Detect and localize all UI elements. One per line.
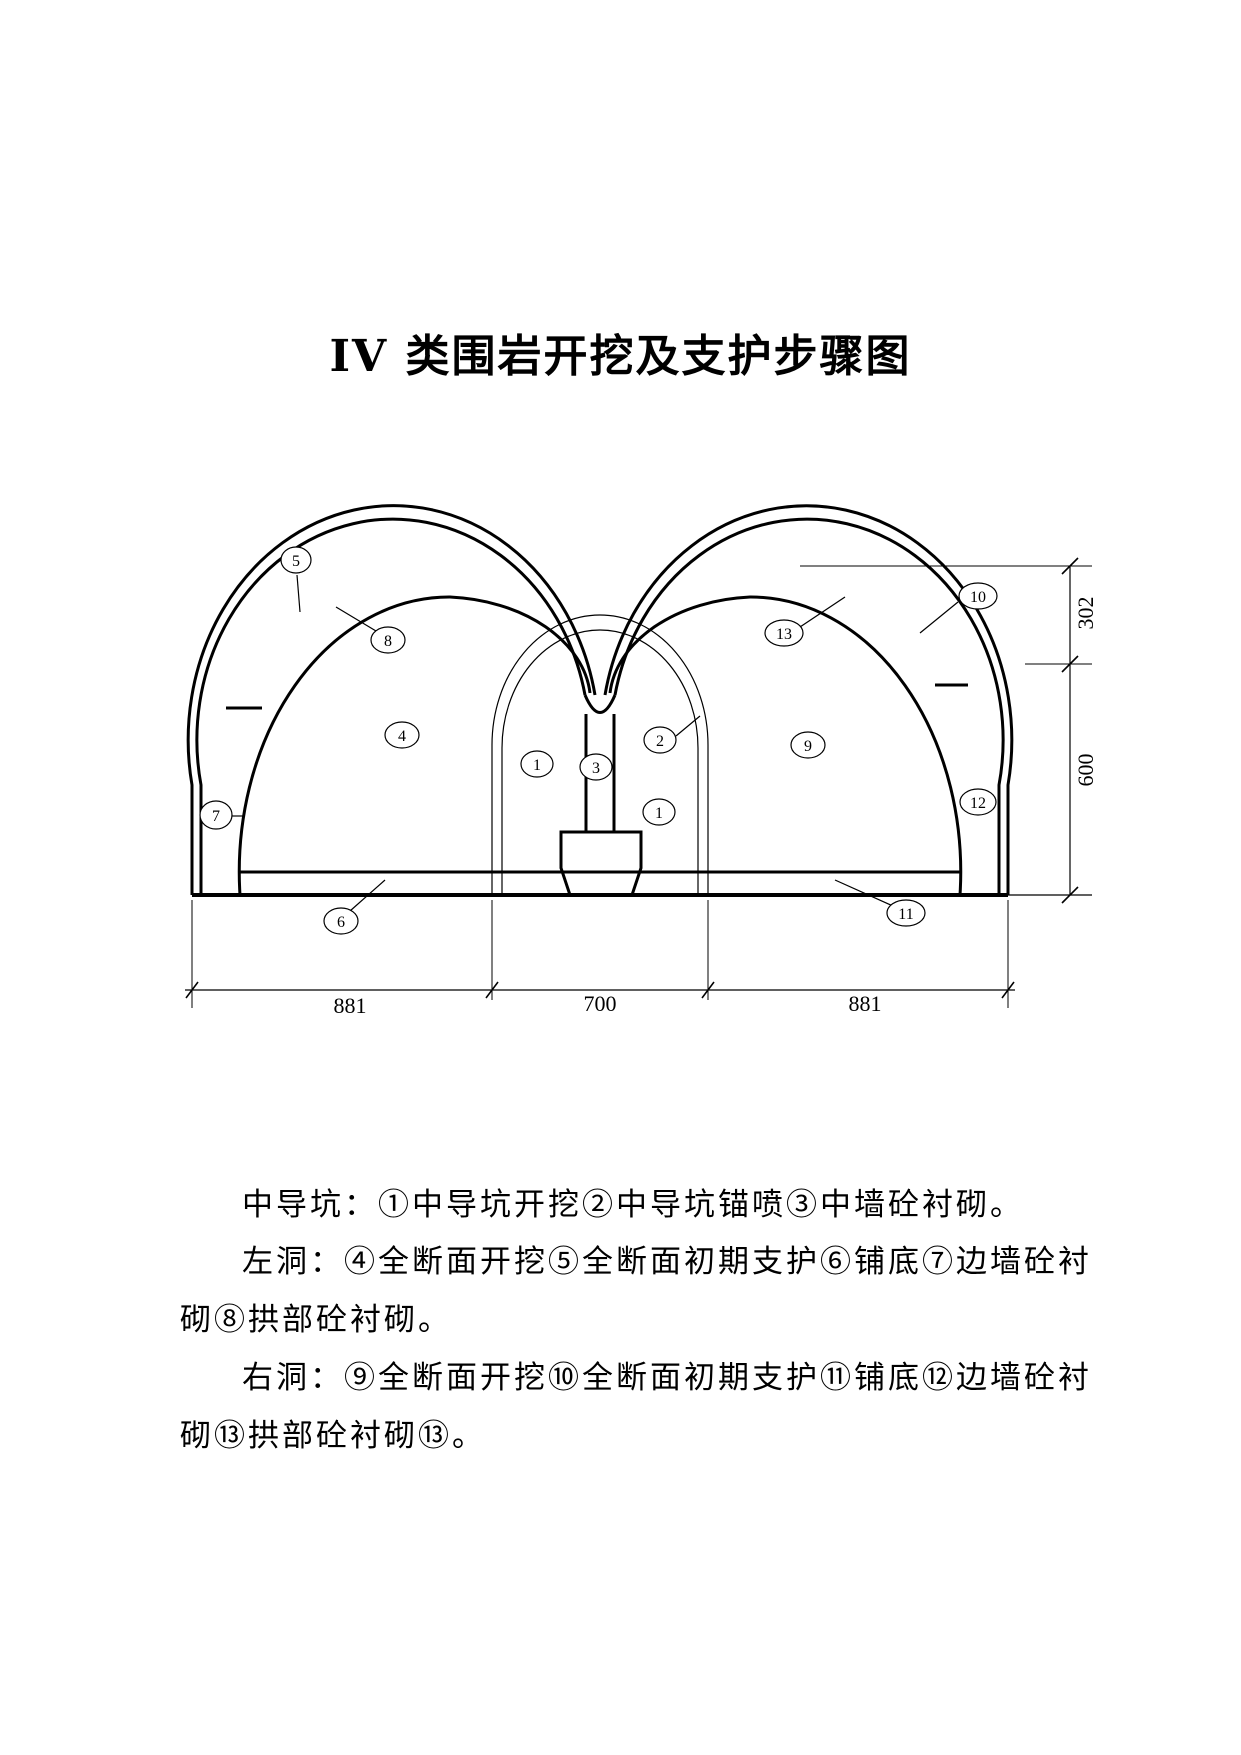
tick-floor — [1061, 886, 1079, 904]
right-outer-arch-inner — [613, 517, 1005, 895]
label-13-circle — [764, 619, 804, 647]
label-12-circle — [959, 788, 997, 816]
label-4: 4 — [398, 728, 406, 745]
leader-2 — [675, 715, 701, 737]
left-outer-arch-inner — [195, 517, 587, 895]
label-7-circle — [199, 800, 233, 830]
label-9-circle — [790, 731, 826, 759]
leader-13 — [799, 596, 846, 628]
legend-pilot-text: 中导坑：①中导坑开挖②中导坑锚喷③中墙砼衬砌。 — [242, 1187, 1024, 1223]
label-12: 12 — [970, 795, 986, 812]
tunnel-diagram: 881 700 881 302 600 5 8 4 7 — [185, 504, 1098, 1018]
label-5-circle — [280, 546, 312, 574]
label-2-circle — [643, 726, 677, 754]
label-4-circle — [384, 721, 420, 749]
tick-mid-right — [701, 981, 715, 999]
label-1a: 1 — [533, 757, 541, 774]
label-1b: 1 — [655, 805, 663, 822]
label-10: 10 — [970, 589, 986, 606]
leader-11 — [834, 879, 894, 907]
tick-mid-left — [485, 981, 499, 999]
label-9: 9 — [804, 738, 812, 755]
left-outer-arch — [186, 504, 597, 895]
leader-8 — [335, 606, 377, 632]
right-outer-arch — [603, 504, 1014, 895]
label-13: 13 — [776, 626, 792, 643]
dim-wall-height: 600 — [1073, 754, 1098, 787]
tick-spring — [1061, 655, 1079, 673]
left-inner-lining — [237, 595, 592, 896]
tick-top — [1061, 557, 1079, 575]
legend-left: 左洞：④全断面开挖⑤全断面初期支护⑥铺底⑦边墙砼衬砌⑧拱部砼衬砌。 — [180, 1233, 1100, 1349]
right-inner-lining — [608, 595, 963, 896]
label-3-circle — [579, 753, 613, 781]
pilot-tunnel-outer — [491, 614, 709, 895]
legend-right: 右洞：⑨全断面开挖⑩全断面初期支护⑪铺底⑫边墙砼衬砌⑬拱部砼衬砌⑬。 — [180, 1349, 1100, 1465]
label-1b-circle — [642, 798, 676, 826]
label-8-circle — [370, 626, 406, 654]
label-7: 7 — [212, 808, 220, 825]
legend-pilot: 中导坑：①中导坑开挖②中导坑锚喷③中墙砼衬砌。 — [180, 1176, 1100, 1234]
dim-middle-width: 700 — [584, 991, 617, 1016]
label-10-circle — [958, 582, 998, 610]
label-2: 2 — [656, 733, 664, 750]
dim-left-width: 881 — [334, 993, 367, 1018]
label-8: 8 — [384, 633, 392, 650]
leader-10 — [919, 601, 959, 634]
label-1a-circle — [520, 750, 554, 778]
label-11: 11 — [898, 906, 913, 923]
dim-arch-height: 302 — [1073, 597, 1098, 630]
label-5: 5 — [292, 553, 300, 570]
tick-left — [185, 981, 199, 999]
page-title: IV 类围岩开挖及支护步骤图 — [329, 331, 912, 382]
center-crest — [583, 694, 617, 714]
legend-left-text: 左洞：④全断面开挖⑤全断面初期支护⑥铺底⑦边墙砼衬砌⑧拱部砼衬砌。 — [180, 1244, 1092, 1338]
dim-right-width: 881 — [849, 991, 882, 1016]
tick-right — [1001, 981, 1015, 999]
leader-6 — [349, 879, 386, 912]
legend-right-text: 右洞：⑨全断面开挖⑩全断面初期支护⑪铺底⑫边墙砼衬砌⑬拱部砼衬砌⑬。 — [180, 1360, 1092, 1454]
label-6-circle — [323, 907, 359, 935]
label-11-circle — [886, 899, 926, 927]
middle-wall-footing — [559, 830, 643, 897]
pilot-tunnel-inner — [501, 629, 699, 895]
label-3: 3 — [592, 760, 600, 777]
label-6: 6 — [337, 914, 345, 931]
leader-5 — [296, 574, 301, 613]
